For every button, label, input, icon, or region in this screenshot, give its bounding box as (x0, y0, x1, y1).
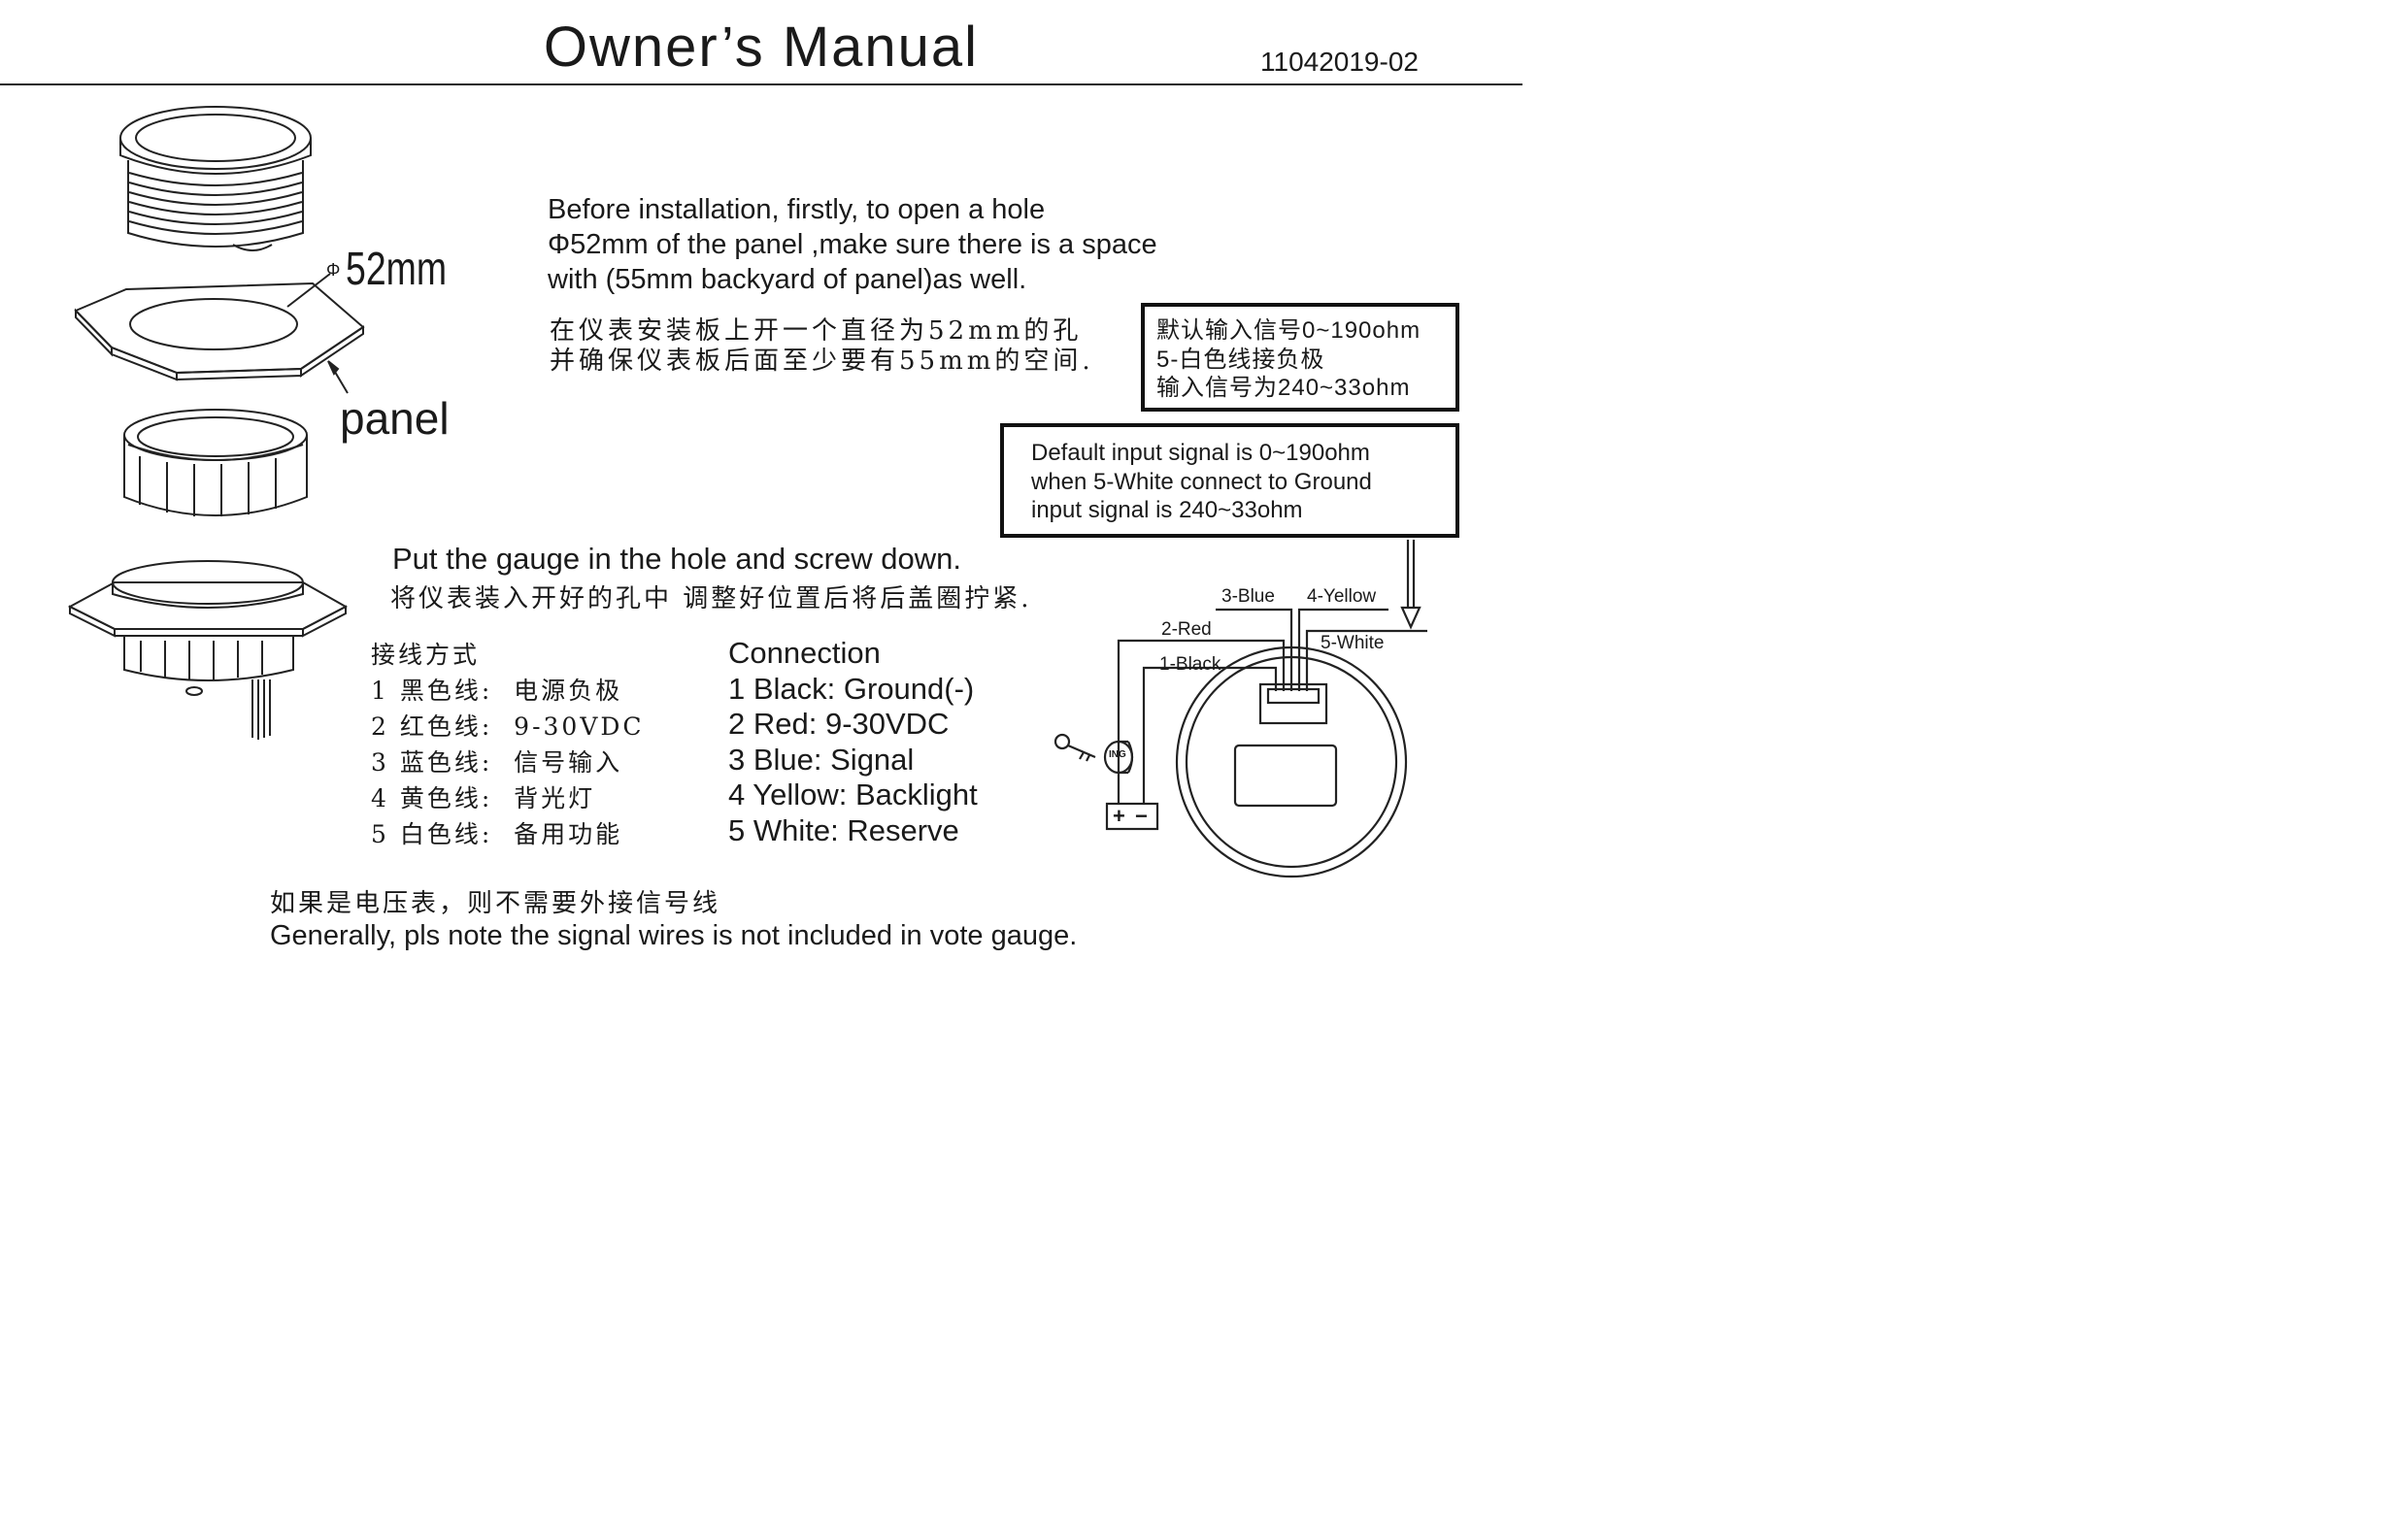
screw-instruction-zh: 将仪表装入开好的孔中 调整好位置后将后盖圈拧紧. (390, 584, 1032, 613)
wire-label-black: 1-Black (1159, 654, 1221, 675)
hole-size-label: 52mm (346, 244, 448, 295)
document-number: 11042019-02 (1260, 47, 1419, 77)
connection-item-zh: 2 红色线: 9-30VDC (371, 712, 645, 741)
signal-note-box-zh: 默认输入信号0~190ohm 5-白色线接负极 输入信号为240~33ohm (1141, 303, 1459, 412)
connection-item-en: 1 Black: Ground(-) (728, 671, 975, 706)
nut-ring-drawing (123, 409, 308, 516)
wire-yellow (1297, 608, 1388, 691)
wire-red (1117, 639, 1286, 804)
install-line-zh: 并确保仪表板后面至少要有55mm的空间. (550, 347, 1094, 376)
signal-note-box-en: Default input signal is 0~190ohm when 5-… (1000, 423, 1459, 538)
header-rule (0, 83, 1522, 85)
connection-heading-zh: 接线方式 (371, 641, 481, 669)
wire-label-red: 2-Red (1161, 619, 1212, 640)
install-instructions-en: Before installation, firstly, to open a … (548, 192, 1157, 297)
note-line: 5-白色线接负极 (1156, 346, 1325, 373)
battery-symbol (1105, 802, 1159, 831)
wire-blue (1216, 608, 1293, 691)
wiring-diagram (1054, 540, 1427, 878)
wire-label-yellow: 4-Yellow (1307, 586, 1377, 607)
connection-item-en: 3 Blue: Signal (728, 742, 915, 777)
footer-note-zh: 如果是电压表，则不需要外接信号线 (270, 889, 721, 918)
gauge-display-rect (1233, 744, 1338, 808)
gauge-head-drawing (119, 106, 312, 251)
note-line: 默认输入信号0~190ohm (1156, 317, 1421, 344)
connection-item-en: 5 White: Reserve (728, 812, 959, 847)
connection-item-en: 4 Yellow: Backlight (728, 778, 978, 811)
connection-item-zh: 1 黑色线: 电源负极 (371, 677, 623, 705)
note-line: Default input signal is 0~190ohm (1031, 440, 1370, 466)
ignition-label: ING (1109, 749, 1126, 760)
note-line: 输入信号为240~33ohm (1156, 375, 1411, 401)
connection-item-en: 2 Red: 9-30VDC (728, 707, 950, 741)
screw-instruction-en: Put the gauge in the hole and screw down… (392, 542, 961, 576)
connection-item-zh: 5 白色线: 备用功能 (371, 820, 623, 848)
install-line: with (55mm backyard of panel)as well. (548, 264, 1027, 295)
install-line: Φ52mm of the panel ,make sure there is a… (548, 229, 1157, 260)
connection-heading-en: Connection (728, 636, 881, 670)
note-line: input signal is 240~33ohm (1031, 497, 1303, 523)
connector-block (1258, 682, 1328, 725)
connection-item-zh: 3 蓝色线: 信号输入 (371, 748, 623, 777)
install-line-zh: 在仪表安装板上开一个直径为52mm的孔 (550, 316, 1083, 346)
wire-black (1142, 666, 1278, 804)
panel-plate-drawing (74, 273, 365, 394)
connection-list-zh: 接线方式 1 黑色线: 电源负极 2 红色线: 9-30VDC 3 蓝色线: 信… (371, 637, 645, 852)
page-title: Owner’s Manual (543, 16, 980, 79)
footer-note-en: Generally, pls note the signal wires is … (270, 920, 1078, 951)
note-line: when 5-White connect to Ground (1031, 468, 1372, 495)
install-instructions-zh: 在仪表安装板上开一个直径为52mm的孔 并确保仪表板后面至少要有55mm的空间. (550, 316, 1094, 377)
wire-label-white: 5-White (1321, 633, 1385, 653)
key-icon (1054, 733, 1071, 750)
installation-illustration (67, 106, 1427, 878)
assembled-gauge-drawing (67, 560, 349, 740)
connection-list-en: Connection 1 Black: Ground(-) 2 Red: 9-3… (728, 636, 978, 848)
wire-label-blue: 3-Blue (1221, 586, 1275, 607)
phi-symbol: Φ (326, 260, 341, 280)
battery-label: + − (1113, 804, 1150, 828)
wire-white (1305, 629, 1427, 691)
panel-label: panel (340, 393, 450, 444)
install-line: Before installation, firstly, to open a … (548, 194, 1046, 225)
connection-item-zh: 4 黄色线: 背光灯 (371, 784, 596, 812)
